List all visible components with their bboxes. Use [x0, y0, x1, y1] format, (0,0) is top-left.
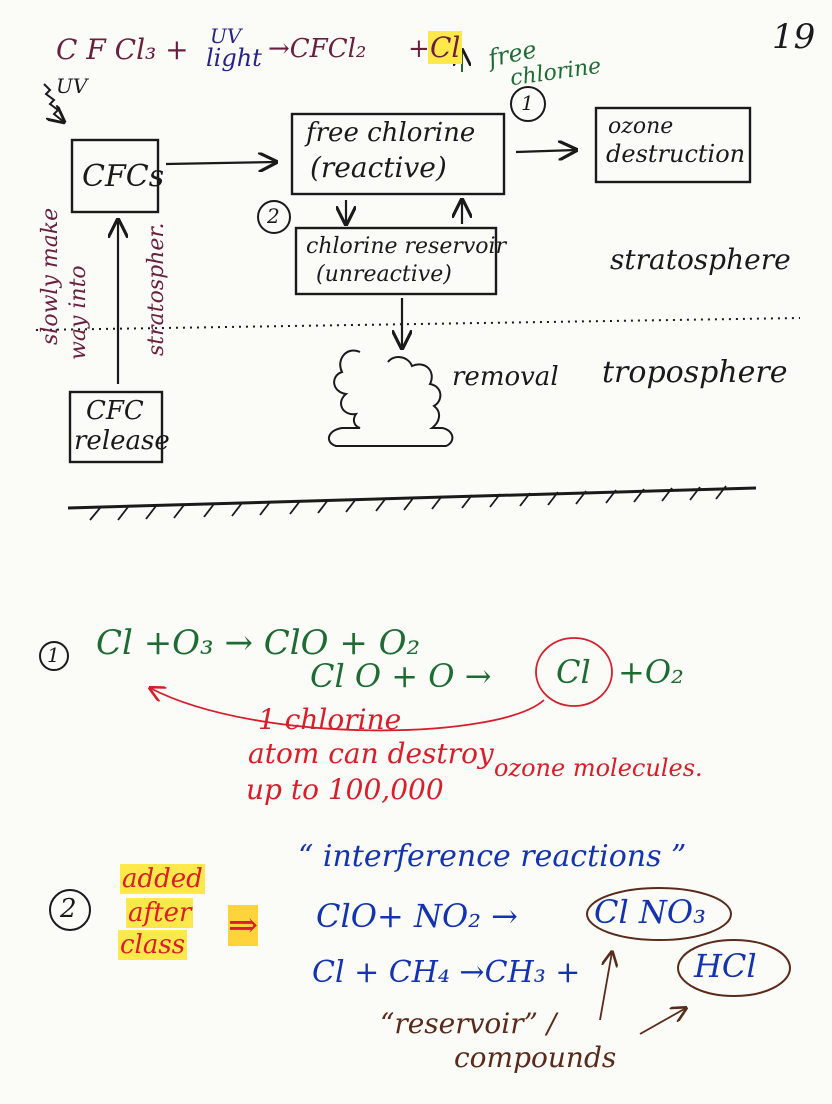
added-1: added [120, 864, 205, 894]
eq-product: →CFCl₂ [268, 34, 367, 64]
recycle-arc [150, 688, 545, 732]
tropopause-line [35, 317, 801, 331]
reservoir-compounds-1: “reservoir” / [380, 1007, 557, 1040]
eq-cl: Cl [428, 31, 463, 64]
ozone-label-2: destruction [606, 140, 746, 168]
reaction1-note2: atom can destroy [248, 737, 494, 770]
reaction2-line1-left: ClO+ NO₂ → [316, 897, 518, 935]
reservoir-arrow-2 [639, 1008, 686, 1035]
side-note-1: slowly make [38, 207, 63, 345]
reaction2-title: “ interference reactions ” [298, 839, 687, 874]
marker-one: 1 [521, 91, 534, 115]
hcl-ellipse [677, 939, 791, 997]
free-to-ozone-arrow [515, 150, 576, 152]
uv-label: UV [56, 74, 88, 98]
side-note-3: stratospher. [144, 222, 169, 356]
reservoir-compounds-2: compounds [454, 1041, 617, 1074]
cfc-release-box [68, 390, 164, 464]
added-arrow-text: ⇒ [228, 905, 259, 946]
cl-product-circle [535, 637, 613, 707]
added-arrow: ⇒ [228, 905, 259, 946]
reaction2-line2-left: Cl + CH₄ →CH₃ + [312, 955, 581, 990]
side-note-2: way into [66, 265, 91, 360]
added-3-text: class [118, 930, 188, 960]
reaction1-note3-a: up to 100,000 [246, 773, 444, 806]
cfcs-box [70, 138, 160, 214]
reaction1-marker-circle [39, 641, 69, 671]
added-1-text: added [120, 864, 205, 894]
added-3: class [118, 930, 188, 960]
reaction2-marker-circle [49, 889, 91, 931]
cfcs-to-free-arrow [165, 162, 276, 164]
page-number: 19 [772, 17, 816, 57]
cfc-release-label-1: CFC [86, 396, 144, 426]
stratosphere-label: stratosphere [610, 243, 791, 276]
reaction1-note3-b: ozone molecules. [494, 754, 703, 782]
ozone-label-1: ozone [608, 114, 674, 139]
reaction2-marker: 2 [60, 894, 77, 924]
reservoir-box [294, 226, 498, 296]
cloud [327, 349, 454, 447]
reaction2-line1-product: Cl NO₃ [594, 893, 706, 931]
ground-hatching [89, 485, 727, 521]
clno3-ellipse [586, 887, 732, 941]
eq-reactant: C F Cl₃ + [56, 33, 189, 66]
reaction1-line2-right: +O₂ [618, 653, 684, 691]
ground-line [67, 486, 757, 510]
added-2: after [126, 898, 194, 928]
uv-squiggle [43, 83, 64, 122]
marker-one-circle [510, 86, 546, 122]
ozone-box [594, 106, 752, 184]
free-chlorine-label-2: (reactive) [310, 151, 447, 184]
reaction1-line2-cl: Cl [556, 653, 591, 691]
reaction1-note1: 1 chlorine [258, 703, 402, 736]
marker-two-circle [257, 200, 291, 234]
reservoir-arrow-1 [599, 952, 612, 1021]
eq-cl-highlighted: Cl [428, 31, 463, 64]
reservoir-label-1: chlorine reservoir [306, 234, 507, 259]
eq-uv-bottom: light [206, 44, 262, 72]
free-chlorine-label-1: free chlorine [306, 118, 476, 148]
added-2-text: after [126, 898, 194, 928]
reaction1-line2-left: Cl O + O → [310, 657, 492, 695]
cfc-release-label-2: release [74, 426, 170, 456]
eq-uv-top: UV [210, 24, 242, 48]
reaction1-line1: Cl +O₃ → ClO + O₂ [96, 623, 421, 663]
reaction1-marker: 1 [47, 643, 60, 667]
free-chlorine-box [290, 112, 506, 196]
marker-two: 2 [267, 204, 280, 228]
eq-plus: + [408, 34, 430, 64]
removal-label: removal [452, 362, 559, 392]
cfcs-box-label: CFCs [82, 159, 165, 194]
reservoir-label-2: (unreactive) [316, 262, 452, 287]
reaction2-line2-product: HCl [694, 947, 757, 985]
troposphere-label: troposphere [602, 355, 788, 390]
